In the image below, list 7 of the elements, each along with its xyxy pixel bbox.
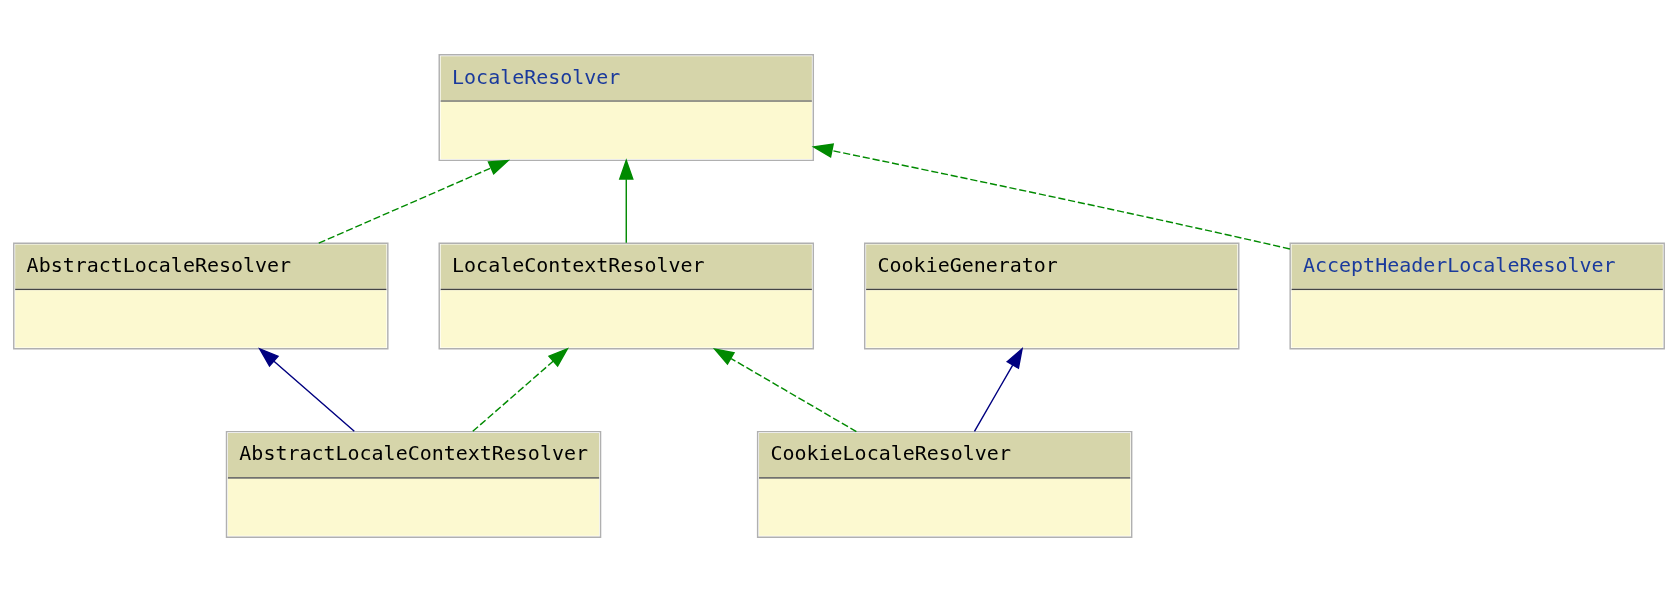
arrow xyxy=(811,143,1291,250)
arrow xyxy=(318,159,511,244)
arrow xyxy=(258,347,355,433)
arrow xyxy=(712,347,858,433)
arrow xyxy=(618,158,634,244)
arrow xyxy=(472,347,569,433)
arrow xyxy=(973,347,1024,433)
